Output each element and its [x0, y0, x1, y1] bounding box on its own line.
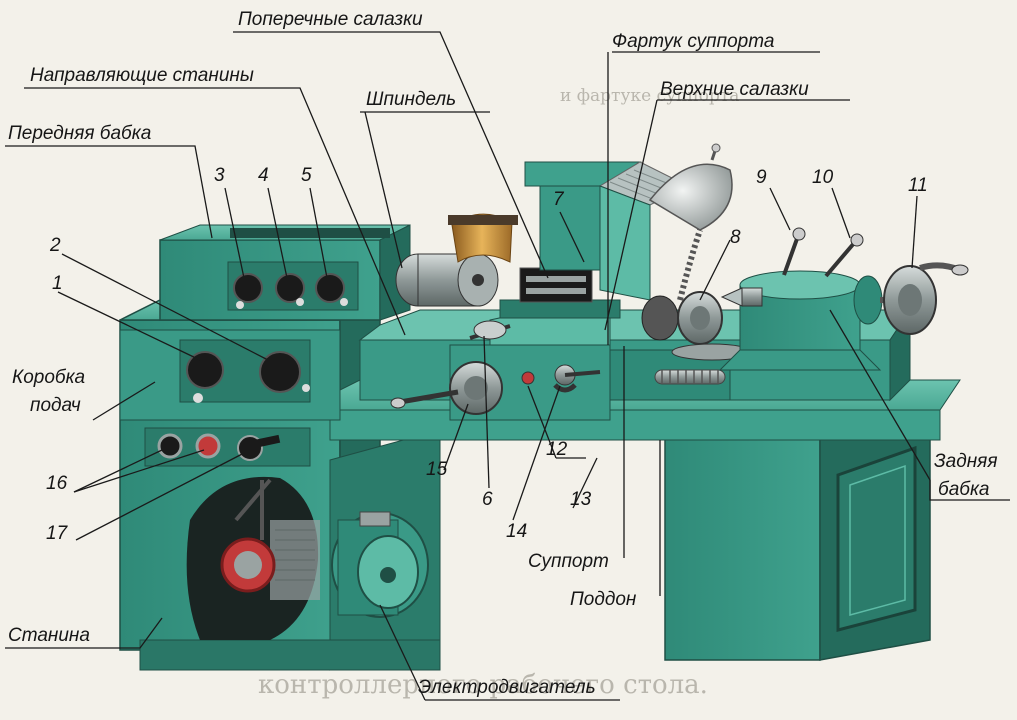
- callout-11: 11: [908, 175, 928, 196]
- callout-13: 13: [570, 489, 592, 510]
- callout-6: 6: [482, 489, 493, 510]
- label-tailstock-line1: Задняя: [934, 451, 998, 472]
- label-chip-tray: Поддон: [570, 589, 637, 610]
- label-bed-ways: Направляющие станины: [30, 65, 254, 86]
- right-pedestal: [664, 388, 931, 661]
- label-spindle: Шпиндель: [366, 89, 457, 110]
- label-headstock: Передняя бабка: [8, 123, 152, 144]
- electric-motor: [331, 511, 429, 618]
- label-top-slide: Верхние салазки: [660, 79, 809, 100]
- feed-box: [119, 329, 341, 467]
- label-carriage: Суппорт: [528, 551, 609, 572]
- callout-16: 16: [46, 473, 68, 494]
- top-slide-toolpost: [499, 238, 627, 319]
- spindle-chuck: [395, 213, 518, 307]
- label-motor: Электродвигатель: [418, 677, 596, 698]
- label-tailstock-line2: бабка: [938, 479, 990, 500]
- background-text-2: контроллерного рабочего стола.: [258, 670, 708, 700]
- work-lamp: [648, 143, 733, 301]
- tailstock: [718, 227, 969, 371]
- callout-7: 7: [553, 189, 564, 210]
- callout-1: 1: [52, 273, 63, 294]
- label-feed-box-line2: подач: [30, 395, 81, 416]
- callout-2: 2: [50, 235, 61, 256]
- callout-9: 9: [756, 167, 767, 188]
- callout-8: 8: [730, 227, 741, 248]
- callout-10: 10: [812, 167, 834, 188]
- pulley-cutaway: [186, 476, 320, 640]
- callout-3: 3: [214, 165, 225, 186]
- label-carriage-apron: Фартук суппорта: [612, 31, 775, 52]
- headstock: [159, 224, 411, 321]
- callout-17: 17: [46, 523, 68, 544]
- slide-handwheel: [641, 291, 753, 361]
- label-feed-box-line1: Коробка: [12, 367, 86, 388]
- label-cross-slide: Поперечные салазки: [238, 9, 423, 30]
- label-bed: Станина: [8, 625, 90, 646]
- callout-15: 15: [426, 459, 448, 480]
- callout-4: 4: [258, 165, 269, 186]
- leader-lines: [5, 31, 1010, 701]
- carriage: [390, 304, 611, 421]
- callout-14: 14: [506, 521, 528, 542]
- callout-12: 12: [546, 439, 568, 460]
- callout-5: 5: [301, 165, 312, 186]
